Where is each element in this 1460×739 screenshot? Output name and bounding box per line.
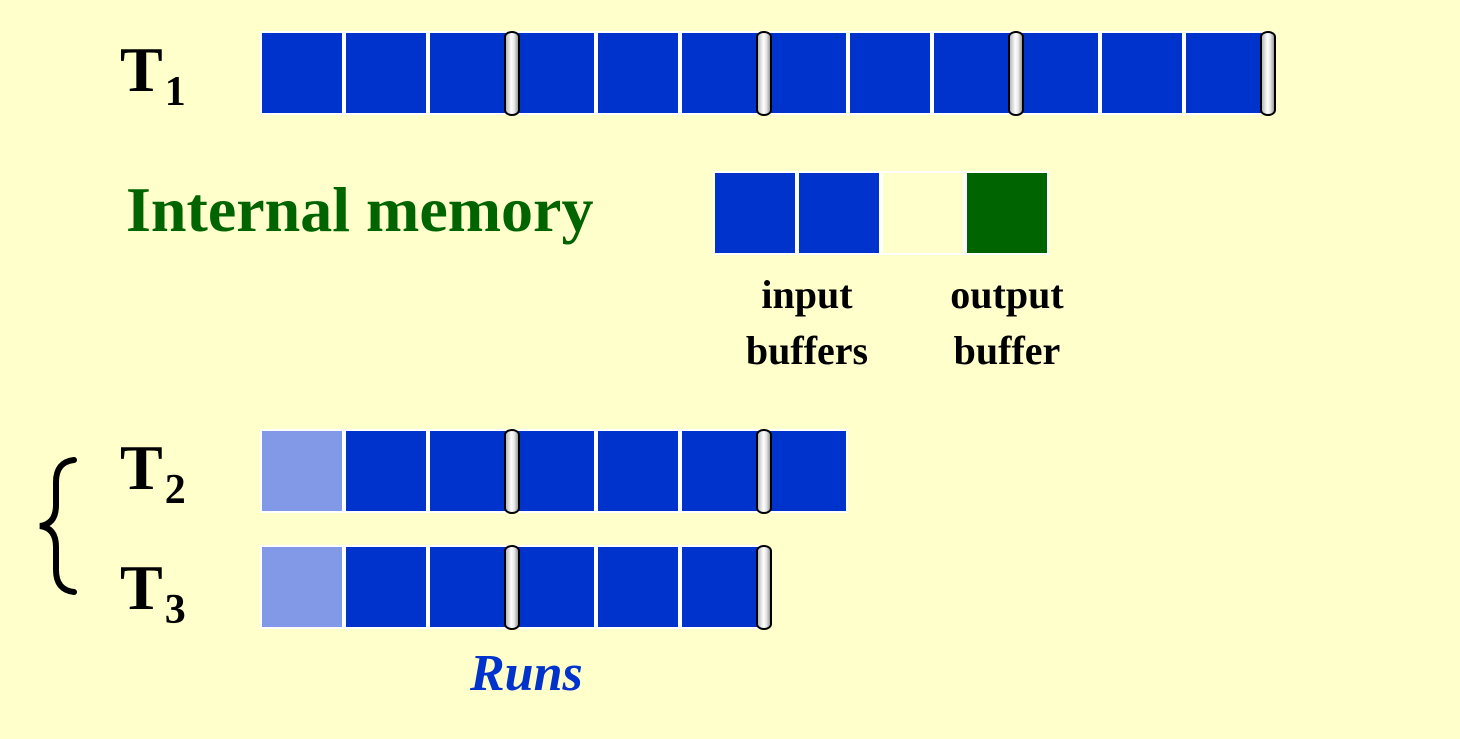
tape-t1-block — [1100, 31, 1184, 115]
tape-t1-block — [848, 31, 932, 115]
tape-t3-block — [512, 545, 596, 629]
input-caption-line-2: buffers — [745, 328, 869, 373]
tape-t1-block — [428, 31, 512, 115]
tape-t3-block — [428, 545, 512, 629]
tape-label-t1: T1 — [120, 34, 186, 115]
tape-t1-block — [596, 31, 680, 115]
run-separator-icon — [756, 545, 772, 630]
run-separator-icon — [504, 429, 520, 514]
tape-t1-block — [260, 31, 344, 115]
output-buffer-block — [965, 171, 1049, 255]
tape-t1-block — [680, 31, 764, 115]
tape-t2-block — [260, 429, 344, 513]
tape-t3-block — [344, 545, 428, 629]
tape-t2-block — [512, 429, 596, 513]
tape-t1-block — [344, 31, 428, 115]
tape-t3-block — [260, 545, 344, 629]
tape-t2-block — [428, 429, 512, 513]
input-buffer-block — [713, 171, 797, 255]
tape-t1-block — [1184, 31, 1268, 115]
run-separator-icon — [504, 545, 520, 630]
tape-t2-block — [764, 429, 848, 513]
input-buffer-block — [797, 171, 881, 255]
tape-t2-block — [344, 429, 428, 513]
runs-label: Runs — [470, 645, 583, 702]
run-separator-icon — [756, 31, 772, 116]
input-buffers-caption: input buffers — [718, 267, 896, 379]
output-buffer-caption: output buffer — [920, 267, 1094, 379]
empty-buffer-block — [881, 171, 965, 255]
tape-label-t2: T2 — [120, 432, 186, 513]
tape-t3-block — [596, 545, 680, 629]
tape-label-t3: T3 — [120, 552, 186, 633]
output-caption-line-2: buffer — [953, 328, 1061, 373]
input-caption-line-1: input — [761, 272, 853, 317]
tape-t1-block — [1016, 31, 1100, 115]
run-separator-icon — [504, 31, 520, 116]
run-separator-icon — [1260, 31, 1276, 116]
tape-t2-block — [596, 429, 680, 513]
run-separator-icon — [756, 429, 772, 514]
internal-memory-title: Internal memory — [126, 174, 594, 245]
tape-t3-block — [680, 545, 764, 629]
tape-t2-block — [680, 429, 764, 513]
output-caption-line-1: output — [950, 272, 1064, 317]
run-separator-icon — [1008, 31, 1024, 116]
